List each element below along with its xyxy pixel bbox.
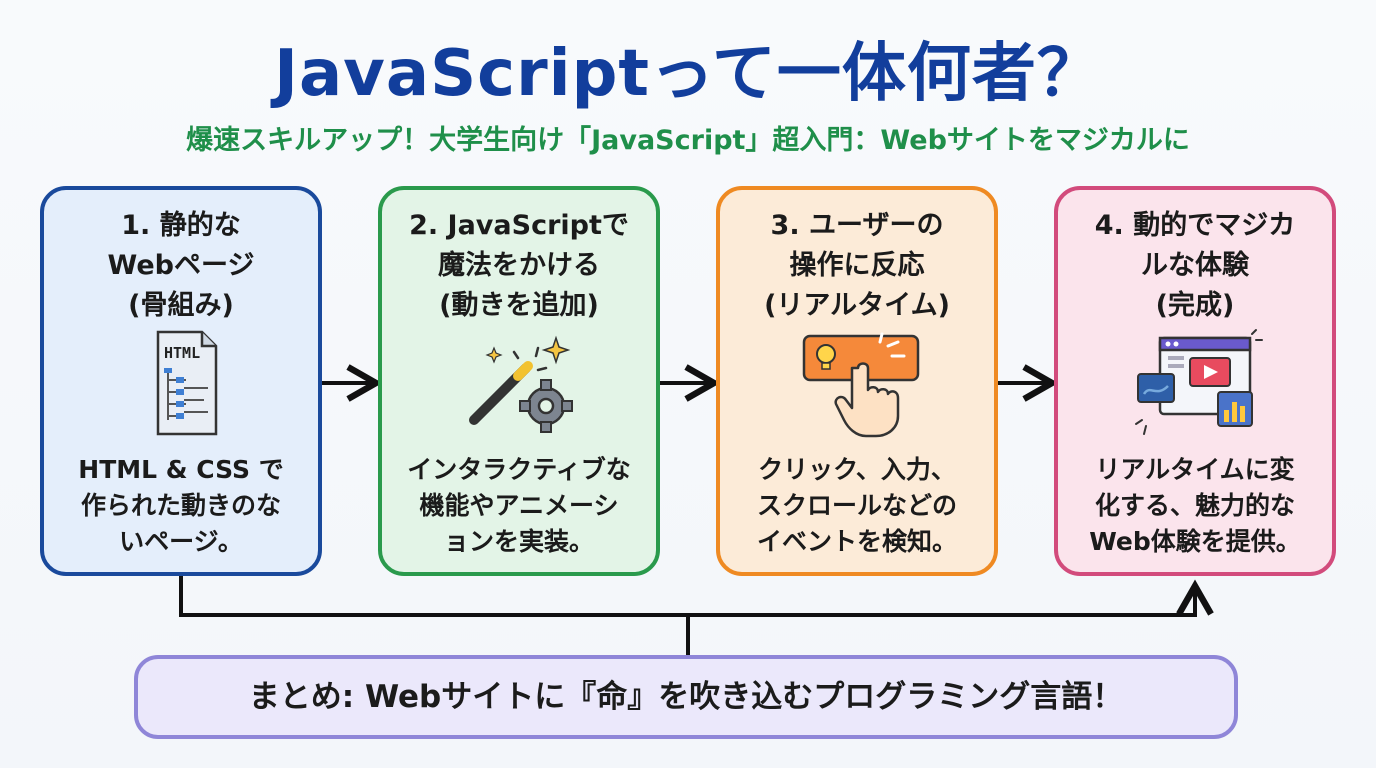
step-card-4: 4. 動的でマジカ ルな体験 (完成) リアルタイムに変 化する、魅力的な We… bbox=[1054, 186, 1336, 576]
svg-text:HTML: HTML bbox=[164, 344, 200, 362]
step-card-1: 1. 静的な Webページ (骨組み) HTML HTML & CSS で 作ら… bbox=[40, 186, 322, 576]
page-title: JavaScriptって一体何者？ bbox=[274, 37, 1102, 111]
step-1-description: HTML & CSS で 作られた動きのな いページ。 bbox=[78, 455, 284, 556]
step-1-heading: 1. 静的な Webページ (骨組み) bbox=[107, 210, 255, 321]
step-2-heading: 2. JavaScriptで 魔法をかける (動きを追加) bbox=[409, 210, 629, 321]
step-2-description: インタラクティブな 機能やアニメーシ ョンを実装。 bbox=[407, 455, 631, 556]
step-4-heading: 4. 動的でマジカ ルな体験 (完成) bbox=[1094, 210, 1296, 321]
step-4-description: リアルタイムに変 化する、魅力的な Web体験を提供。 bbox=[1089, 455, 1301, 556]
step-3-heading: 3. ユーザーの 操作に反応 (リアルタイム) bbox=[764, 210, 950, 321]
page-subtitle: 爆速スキルアップ！大学生向け「JavaScript」超入門：Webサイトをマジカ… bbox=[186, 125, 1190, 156]
magic-wand-gear-icon bbox=[469, 335, 573, 433]
html-document-icon: HTML bbox=[156, 330, 218, 436]
step-card-2: 2. JavaScriptで 魔法をかける (動きを追加) bbox=[378, 186, 660, 576]
loop-connector bbox=[179, 576, 1214, 617]
step-3-description: クリック、入力、 スクロールなどの イベントを検知。 bbox=[756, 455, 957, 556]
click-button-hand-icon bbox=[802, 332, 920, 438]
step-card-3: 3. ユーザーの 操作に反応 (リアルタイム) クリック、入力、 スクロールなど… bbox=[716, 186, 998, 576]
summary-box: まとめ: Webサイトに『命』を吹き込むプログラミング言語！ bbox=[134, 655, 1238, 739]
interactive-website-icon bbox=[1135, 329, 1263, 435]
